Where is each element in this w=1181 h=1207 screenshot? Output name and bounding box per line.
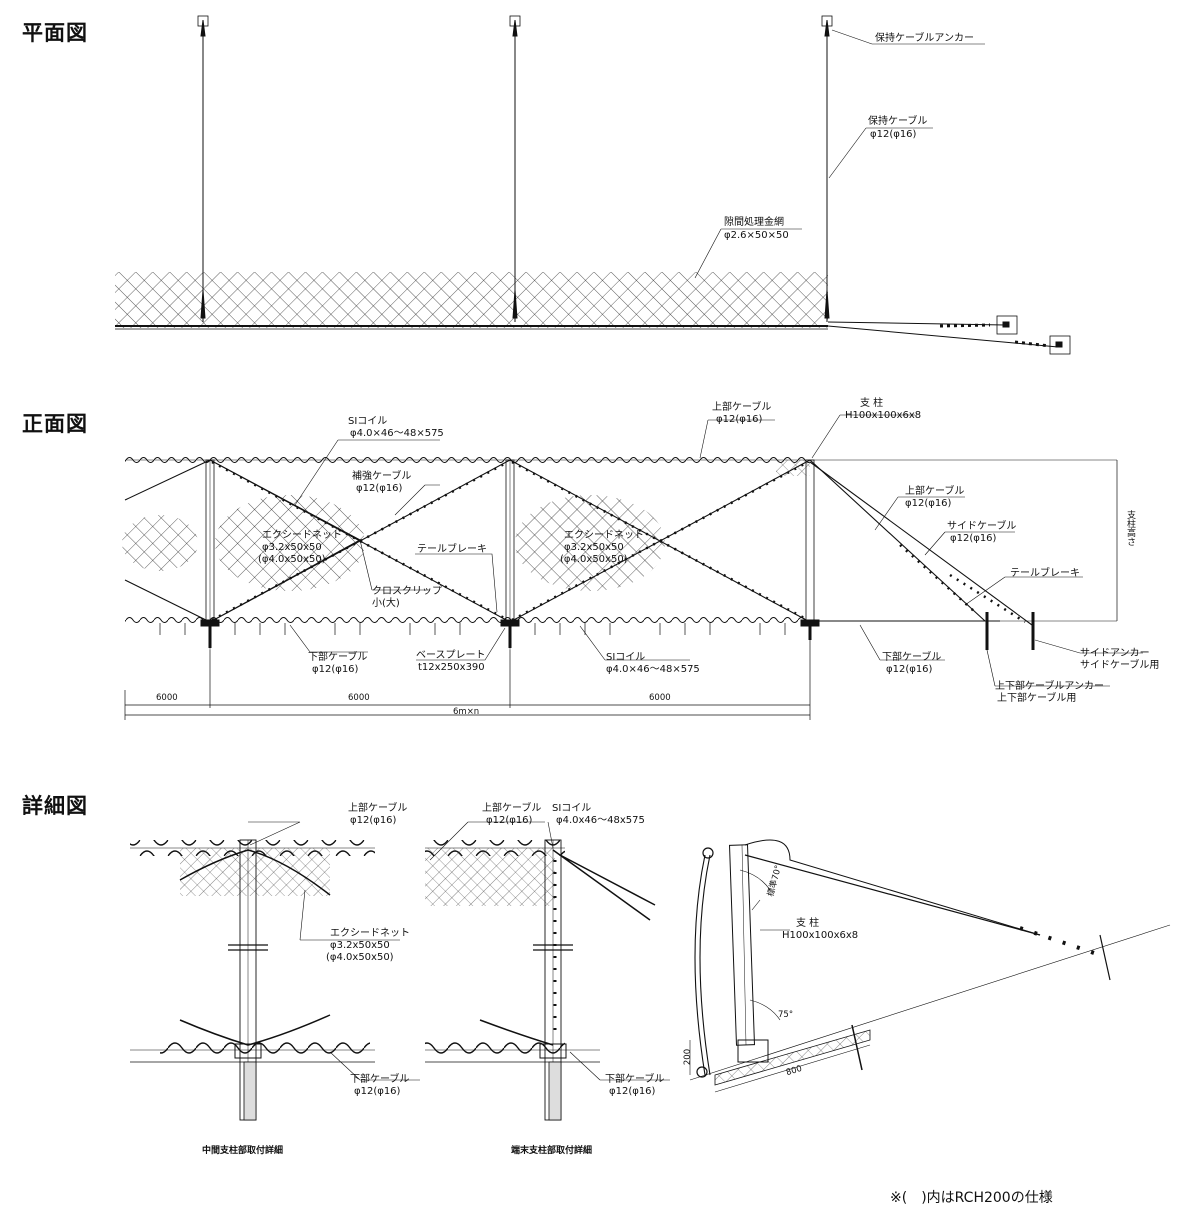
front-net-right-spec1: φ3.2x50x50 xyxy=(564,542,624,553)
section-title-plan: 平面図 xyxy=(22,21,88,45)
front-base-plate-spec: t12x250x390 xyxy=(418,662,485,673)
front-dim-total: 6m×n xyxy=(453,707,480,717)
front-cross-clip: クロスクリップ xyxy=(372,586,442,597)
plan-view xyxy=(115,15,1071,355)
front-dim-1: 6000 xyxy=(156,693,178,703)
front-tb-anchor: 上下部ケーブルアンカー xyxy=(995,681,1104,692)
front-net-right-spec2: (φ4.0x50x50) xyxy=(560,554,628,565)
detail-side-post: 支 柱 xyxy=(796,918,820,929)
front-tail-brake-mid: テールブレーキ xyxy=(417,544,487,555)
plan-end-anchor-1 xyxy=(996,315,1018,335)
detail-mid-caption: 中間支柱部取付詳細 xyxy=(202,1146,284,1156)
front-reinforce-cable-spec: φ12(φ16) xyxy=(356,483,403,494)
front-side-anchor-use: サイドケーブル用 xyxy=(1080,660,1160,671)
front-top-cable-spec: φ12(φ16) xyxy=(716,414,763,425)
ground-ticks xyxy=(159,623,786,635)
front-post-3 xyxy=(805,459,815,623)
front-cross-clip-size: 小(大) xyxy=(372,598,400,609)
net-left xyxy=(215,495,365,591)
front-tb-anchor-use: 上下部ケーブル用 xyxy=(997,693,1077,704)
detail-mid-top-cable-spec: φ12(φ16) xyxy=(350,815,397,826)
front-post-spec: H100x100x6x8 xyxy=(845,410,922,421)
detail-mid-net-spec2: (φ4.0x50x50) xyxy=(326,952,394,963)
section-title-detail: 詳細図 xyxy=(22,794,88,818)
detail-end-top-cable-spec: φ12(φ16) xyxy=(486,815,533,826)
detail-mid-net: エクシードネット xyxy=(330,928,410,939)
front-top-cable-right: 上部ケーブル xyxy=(905,486,965,497)
front-top-cable-right-spec: φ12(φ16) xyxy=(905,498,952,509)
front-side-anchor: サイドアンカー xyxy=(1080,648,1150,659)
front-post-height: 支柱高さ xyxy=(1125,510,1135,546)
front-net-right: エクシードネット xyxy=(564,530,644,541)
detail-mid-net-spec1: φ3.2x50x50 xyxy=(330,940,390,951)
plan-holding-cable-1 xyxy=(197,15,209,322)
front-base-plate: ベースプレート xyxy=(416,650,486,661)
detail-side-post-spec: H100x100x6x8 xyxy=(782,930,859,941)
front-bottom-cable-right: 下部ケーブル xyxy=(882,652,942,663)
front-view xyxy=(122,414,1143,720)
front-reinforce-cable: 補強ケーブル xyxy=(352,471,412,482)
front-net-left-spec2: (φ4.0x50x50) xyxy=(258,554,326,565)
detail-mid-bottom-cable-spec: φ12(φ16) xyxy=(354,1086,401,1097)
plan-holding-cable-3 xyxy=(821,15,833,322)
plan-gap-mesh xyxy=(115,272,828,328)
detail-end-si-coil: SIコイル xyxy=(552,803,592,814)
front-bottom-cable-left-spec: φ12(φ16) xyxy=(312,664,359,675)
plan-holding-cable-2 xyxy=(509,15,521,322)
front-tail-brake-right: テールブレーキ xyxy=(1010,568,1080,579)
plan-cable-label: 保持ケーブル xyxy=(868,116,928,127)
detail-angle-bottom: 75° xyxy=(778,1010,794,1020)
detail-end-bottom-cable: 下部ケーブル xyxy=(605,1074,665,1085)
side-post-shaft xyxy=(728,844,756,1046)
plan-cable-spec: φ12(φ16) xyxy=(870,129,917,140)
net-far-left xyxy=(122,515,198,571)
detail-end-top-cable: 上部ケーブル xyxy=(482,803,542,814)
plan-end-anchor-2 xyxy=(1049,335,1071,355)
front-net-left-spec1: φ3.2x50x50 xyxy=(262,542,322,553)
plan-anchor-label: 保持ケーブルアンカー xyxy=(875,33,974,44)
front-si-coil-top: SIコイル xyxy=(348,416,388,427)
front-post: 支 柱 xyxy=(860,398,884,409)
detail-end-bottom-cable-spec: φ12(φ16) xyxy=(609,1086,656,1097)
detail-end-post xyxy=(425,821,670,1121)
front-si-coil-top-spec: φ4.0×46〜48×575 xyxy=(350,428,444,439)
plan-mesh-label: 隙間処理金網 xyxy=(724,217,784,228)
net-right xyxy=(515,495,665,591)
detail-end-si-coil-spec: φ4.0x46〜48x575 xyxy=(556,815,645,826)
front-net-left: エクシードネット xyxy=(262,530,342,541)
front-si-coil-bottom-spec: φ4.0×46〜48×575 xyxy=(606,664,700,675)
front-bottom-cable-right-spec: φ12(φ16) xyxy=(886,664,933,675)
front-si-coil-bottom: SIコイル xyxy=(606,652,646,663)
detail-side-view xyxy=(689,839,1171,1093)
footnote: ※( )内はRCH200の仕様 xyxy=(890,1190,1053,1206)
detail-dim-200: 200 xyxy=(683,1048,694,1066)
plan-mesh-spec: φ2.6×50×50 xyxy=(724,230,789,241)
front-bottom-cable-left: 下部ケーブル xyxy=(308,652,368,663)
detail-mid-bottom-cable: 下部ケーブル xyxy=(350,1074,410,1085)
detail-mid-top-cable: 上部ケーブル xyxy=(348,803,408,814)
front-side-cable-spec: φ12(φ16) xyxy=(950,533,997,544)
front-side-cable: サイドケーブル xyxy=(947,521,1017,532)
front-dim-3: 6000 xyxy=(649,693,671,703)
detail-end-caption: 端末支柱部取付詳細 xyxy=(511,1146,593,1156)
front-top-cable: 上部ケーブル xyxy=(712,402,772,413)
front-dim-2: 6000 xyxy=(348,693,370,703)
detail-middle-post xyxy=(130,821,420,1121)
section-title-front: 正面図 xyxy=(22,412,88,436)
